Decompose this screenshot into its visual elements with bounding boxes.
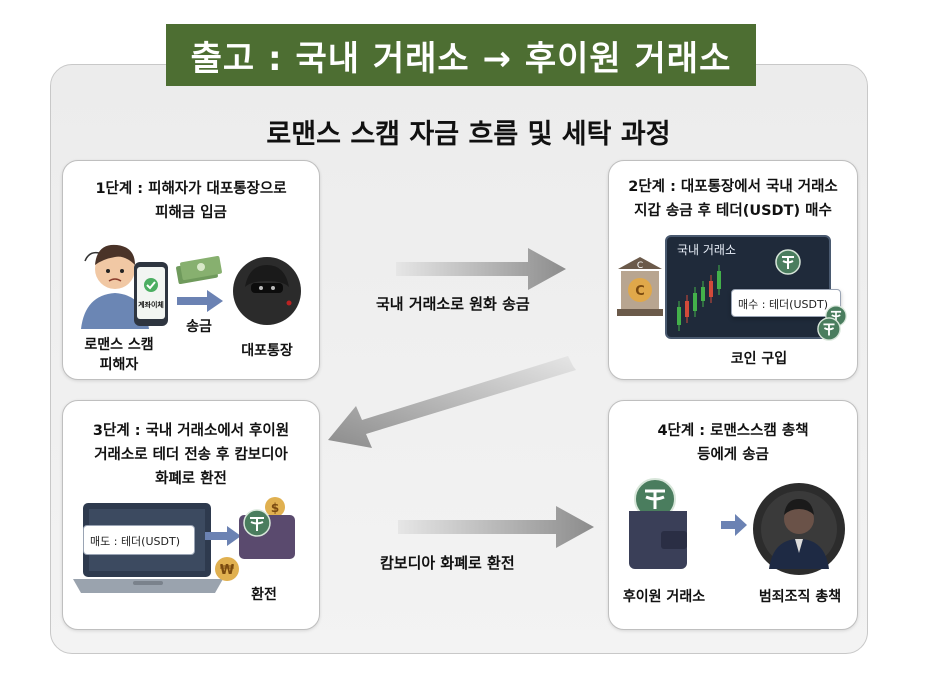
- svg-text:C: C: [637, 261, 643, 271]
- arrow-step2-to-step3: [328, 356, 576, 448]
- step1-card: 1단계 : 피해자가 대포통장으로 피해금 입금 계좌이체 송금 로맨스 스캠 …: [62, 160, 320, 380]
- money-icon: [176, 255, 222, 285]
- wallet-icon: [629, 478, 687, 569]
- arrow-label-krw-transfer: 국내 거래소로 원화 송금: [376, 295, 530, 313]
- exchange-label: 후이원 거래소: [622, 589, 706, 605]
- boss-label: 범죄조직 총책: [758, 589, 842, 605]
- bank-icon: C C: [617, 257, 663, 316]
- svg-text:$: $: [271, 501, 279, 515]
- small-arrow-icon: [721, 514, 747, 536]
- victim-icon: [81, 244, 149, 329]
- buy-box: 매수 : 테더(USDT): [731, 289, 841, 317]
- svg-text:₩: ₩: [220, 563, 235, 578]
- step3-title: 3단계 : 국내 거래소에서 후이원 거래소로 테더 전송 후 캄보디아 화폐로…: [92, 423, 290, 487]
- step3-card: 3단계 : 국내 거래소에서 후이원 거래소로 테더 전송 후 캄보디아 화폐로…: [62, 400, 320, 630]
- criminal-boss-icon: [753, 483, 845, 575]
- transfer-label: 송금: [186, 319, 212, 335]
- screen-title: 국내 거래소: [677, 243, 737, 257]
- step4-title: 4단계 : 로맨스스캠 총책 등에게 송금: [657, 423, 809, 463]
- hacker-icon: [233, 257, 301, 325]
- account-label: 대포통장: [241, 343, 293, 359]
- small-arrow-icon: [177, 290, 223, 312]
- phone-icon: [134, 262, 168, 326]
- small-arrow-icon: [205, 526, 241, 546]
- arrow-label-cambodia-exchange: 캄보디아 화폐로 환전: [380, 554, 515, 572]
- victim-label: 로맨스 스캠 피해자: [84, 337, 154, 373]
- step1-title: 1단계 : 피해자가 대포통장으로 피해금 입금: [95, 181, 287, 221]
- exchange-screen: 국내 거래소: [665, 235, 831, 339]
- phone-text: 계좌이체: [138, 301, 164, 309]
- step2-title: 2단계 : 대포통장에서 국내 거래소 지갑 송금 후 테더(USDT) 매수: [628, 179, 838, 219]
- sell-box: 매도 : 테더(USDT): [83, 525, 195, 555]
- coin-buy-caption: 코인 구입: [730, 351, 788, 367]
- buy-text: 매수 : 테더(USDT): [738, 298, 828, 311]
- exchange-caption: 환전: [251, 587, 277, 603]
- tether-icon: [817, 317, 841, 341]
- candlestick-chart-icon: [677, 265, 721, 331]
- sell-text: 매도 : 테더(USDT): [90, 535, 180, 548]
- arrow-step3-to-step4: [398, 506, 594, 548]
- svg-text:C: C: [635, 284, 645, 299]
- banner-title: 출고 : 국내 거래소 → 후이원 거래소: [166, 24, 756, 86]
- step2-card: 2단계 : 대포통장에서 국내 거래소 지갑 송금 후 테더(USDT) 매수 …: [608, 160, 858, 380]
- diagram-subtitle: 로맨스 스캠 자금 흐름 및 세탁 과정: [266, 119, 671, 150]
- wallet-icon: $ ₩: [215, 497, 295, 581]
- step4-card: 4단계 : 로맨스스캠 총책 등에게 송금 후이원 거래소 범죄조직 총책: [608, 400, 858, 630]
- arrow-step1-to-step2: [396, 248, 566, 290]
- tether-icon: [775, 249, 801, 275]
